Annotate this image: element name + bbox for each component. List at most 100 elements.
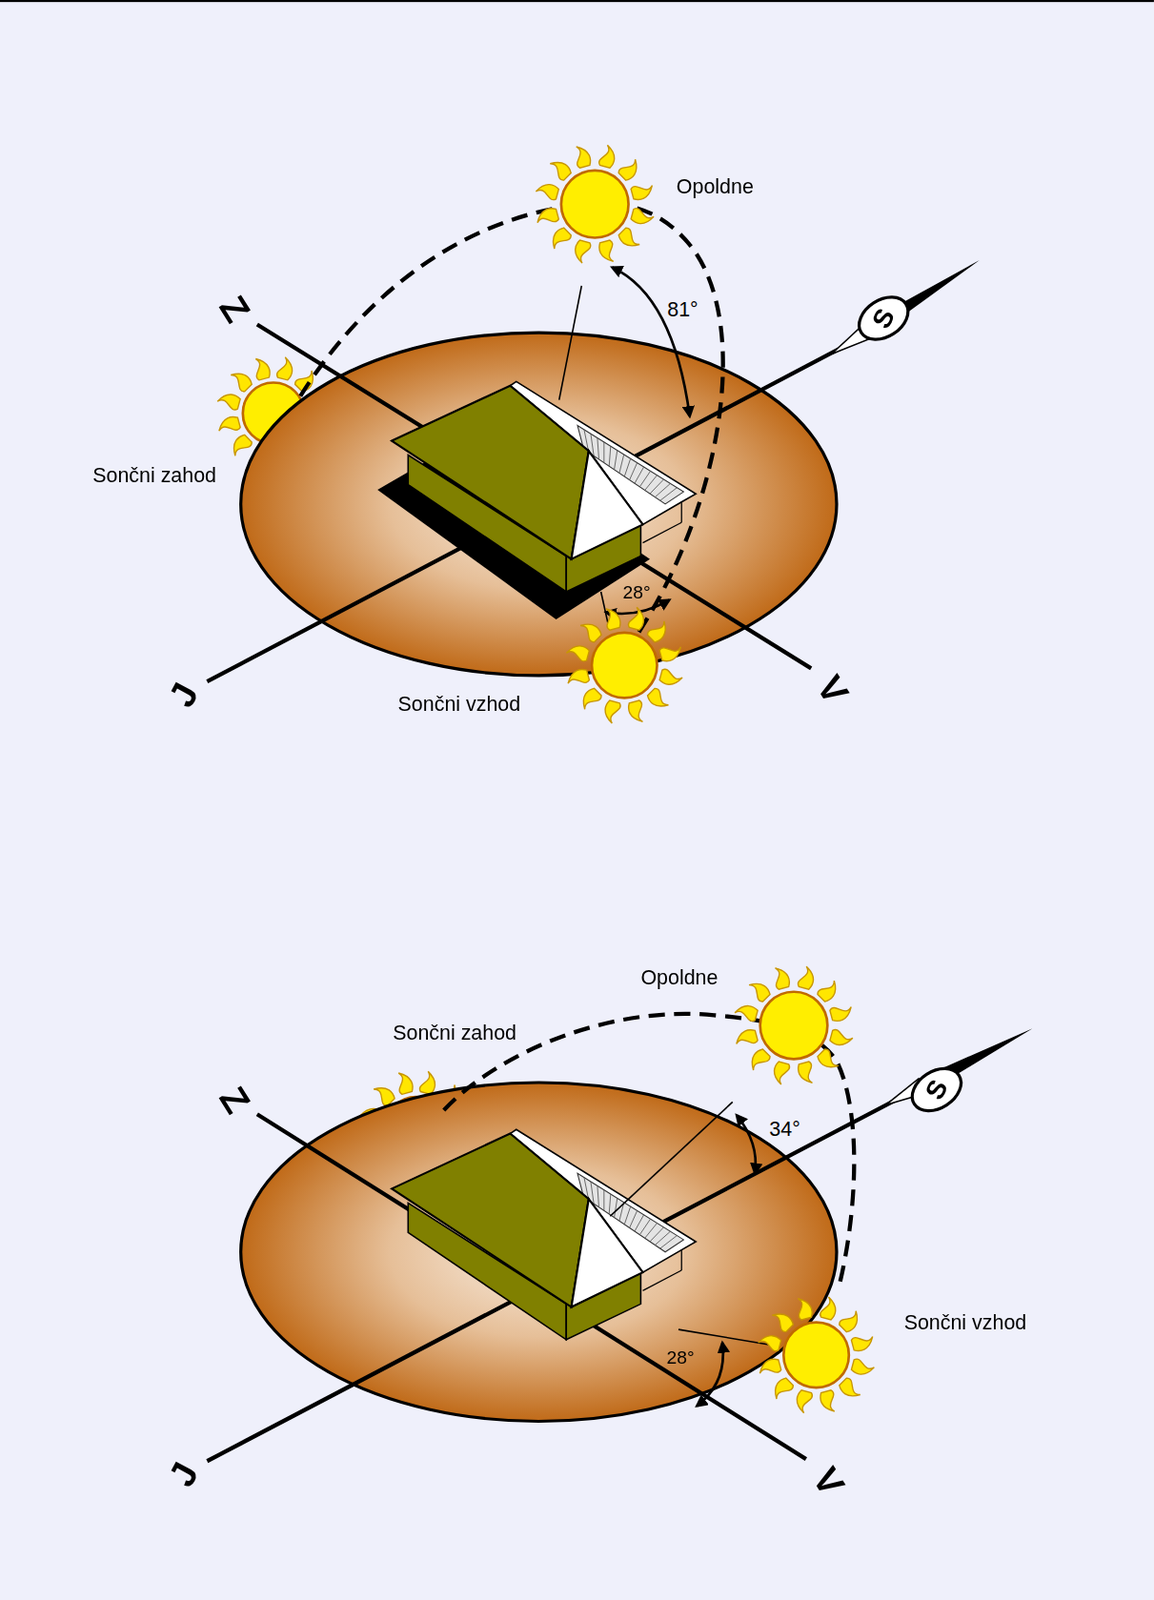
sun-ray: [617, 226, 643, 252]
panel-stripe: [590, 433, 594, 456]
sun-ray: [216, 391, 242, 411]
compass-letter: Z: [211, 288, 258, 329]
sun-path: [298, 203, 724, 653]
sun-ray: [771, 965, 791, 991]
angle-label: 28°: [623, 582, 651, 603]
sun-ray: [659, 668, 685, 688]
panel-stripe: [629, 1210, 638, 1228]
sun-ray: [572, 143, 592, 169]
sun-ray: [829, 1003, 854, 1023]
time-label: Opoldne: [640, 966, 718, 990]
event-label: Sončni zahod: [92, 464, 217, 487]
sun-ray: [602, 699, 622, 725]
sun-ray: [227, 433, 253, 459]
porch-beam: [643, 522, 683, 543]
panel-stripe: [654, 1231, 670, 1245]
gable: [571, 450, 644, 559]
sun-ray: [769, 1308, 795, 1334]
sun-ray: [659, 643, 685, 663]
sun-ray: [757, 1357, 783, 1377]
sun-ray: [617, 156, 643, 182]
sun-ray: [394, 1070, 414, 1095]
panel-stripe: [624, 1206, 630, 1225]
event-label: Sončni vzhod: [904, 1311, 1028, 1335]
sun-ray: [797, 965, 817, 991]
angle-label: 81°: [665, 298, 701, 322]
sun-ray: [819, 1295, 839, 1321]
sun-ray: [419, 1070, 439, 1095]
sun-ray: [816, 977, 842, 1003]
gable: [571, 1198, 644, 1307]
panel-stripe: [624, 458, 630, 477]
panel-stripe: [608, 1194, 611, 1215]
sun-disc: [591, 632, 658, 699]
panel-stripe: [597, 1185, 600, 1207]
sun-ray: [746, 977, 771, 1003]
compass-oval: [850, 288, 916, 349]
sun-ray: [829, 1029, 854, 1049]
sun-ray: [597, 240, 617, 265]
panel-stripe: [590, 1181, 594, 1204]
panel-stripe: [660, 1235, 678, 1250]
sun-ray: [850, 1357, 876, 1377]
sun-disc: [760, 992, 829, 1060]
compass-oval: [904, 1059, 970, 1120]
compass-letter: S: [866, 303, 901, 334]
sun-ray: [793, 1389, 813, 1415]
top-border: [0, 0, 1154, 2]
panel-stripe: [603, 1190, 605, 1212]
sun-ray: [646, 618, 671, 644]
sun-ray: [837, 1376, 863, 1402]
sun-ray: [818, 1389, 838, 1415]
sun-disc: [783, 1322, 850, 1389]
sun-ray: [627, 606, 648, 631]
sun-ray: [577, 618, 603, 644]
sun-ray: [733, 1002, 759, 1022]
panel-stripe: [619, 454, 625, 473]
panel-stripe: [614, 1197, 618, 1217]
sun-ray: [534, 181, 560, 201]
angle-arrow: [611, 267, 689, 417]
compass-letter: J: [161, 1456, 206, 1494]
sun-disc: [561, 170, 629, 239]
sun-ray: [276, 356, 296, 382]
panel-stripe: [614, 450, 618, 470]
angle-arrow: [736, 1114, 756, 1174]
sun-ray: [850, 1333, 876, 1353]
sun-ray: [216, 415, 242, 435]
roof-front: [391, 1133, 589, 1308]
sun-ray: [646, 687, 671, 712]
noon-leader: [559, 285, 583, 401]
panel-stripe: [639, 470, 650, 487]
house: [342, 1129, 697, 1600]
sun-ray: [547, 156, 573, 182]
compass-needle: [831, 260, 980, 355]
scene-summer: [206, 143, 980, 725]
compass-needle: [885, 1028, 1033, 1120]
sun-ray: [770, 1060, 790, 1086]
sun-ray: [838, 1308, 864, 1334]
sun-ray: [565, 643, 590, 663]
event-label: Sončni zahod: [392, 1021, 517, 1045]
sun-ray: [598, 143, 618, 169]
panel-stripe: [654, 483, 670, 497]
sun-ray: [534, 206, 560, 226]
house: [377, 381, 696, 619]
panel-stripe: [634, 466, 645, 484]
porch-beam: [643, 1270, 683, 1291]
porch-post: [681, 502, 683, 523]
time-label: Opoldne: [676, 175, 754, 199]
sun-ray: [546, 225, 572, 251]
angle-arrow: [696, 1342, 724, 1406]
angle-label: 34°: [767, 1116, 803, 1140]
panel-stripe: [629, 463, 638, 481]
sun-ray: [733, 1028, 759, 1048]
sun-ray: [630, 207, 656, 227]
event-label: Sončni vzhod: [398, 692, 522, 716]
sun-ray: [815, 1048, 841, 1074]
sun-ray: [630, 182, 656, 202]
sun-ray: [627, 700, 647, 726]
